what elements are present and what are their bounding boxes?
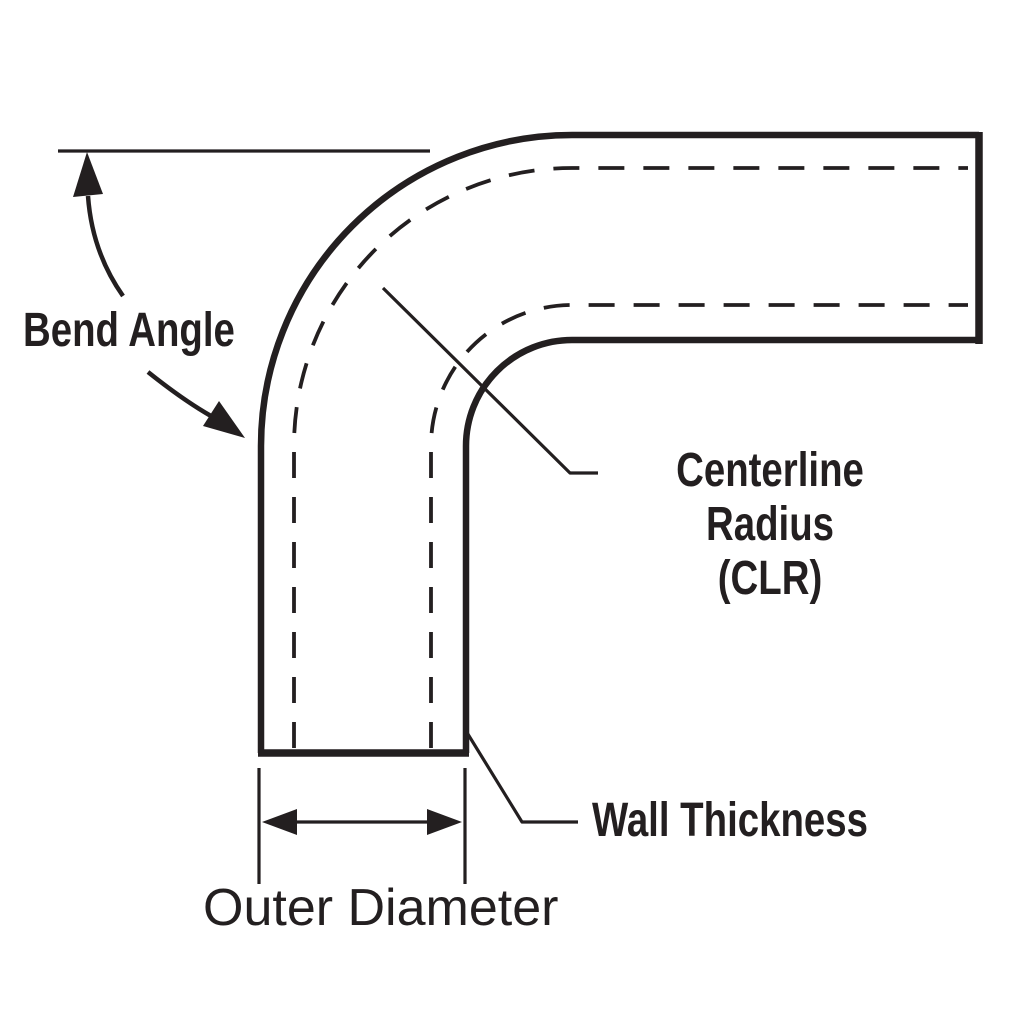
- od-arrowhead-left: [262, 809, 297, 835]
- tube-inner-wall: [462, 336, 979, 753]
- clr-leader-line: [381, 286, 598, 475]
- hidden-line-inner: [429, 303, 968, 748]
- wall-thickness-leader-line: [464, 730, 578, 824]
- centerline-radius-label-line2: (CLR): [717, 552, 823, 605]
- hidden-line-outer: [292, 166, 968, 748]
- centerline-radius-label: Centerline Radius (CLR): [634, 444, 906, 606]
- bend-angle-arrowhead-upper: [73, 152, 103, 197]
- outer-diameter-label: Outer Diameter: [203, 879, 559, 937]
- bend-angle-arrowhead-lower: [203, 401, 245, 438]
- tube-outer-wall: [257, 131, 979, 753]
- bend-angle-arc-upper: [85, 195, 125, 298]
- od-arrowhead-right: [427, 809, 462, 835]
- bend-angle-arc-lower: [146, 370, 213, 418]
- bend-angle-label: Bend Angle: [23, 304, 235, 357]
- wall-thickness-label: Wall Thickness: [592, 794, 868, 847]
- centerline-radius-label-line1: Centerline Radius: [676, 444, 864, 551]
